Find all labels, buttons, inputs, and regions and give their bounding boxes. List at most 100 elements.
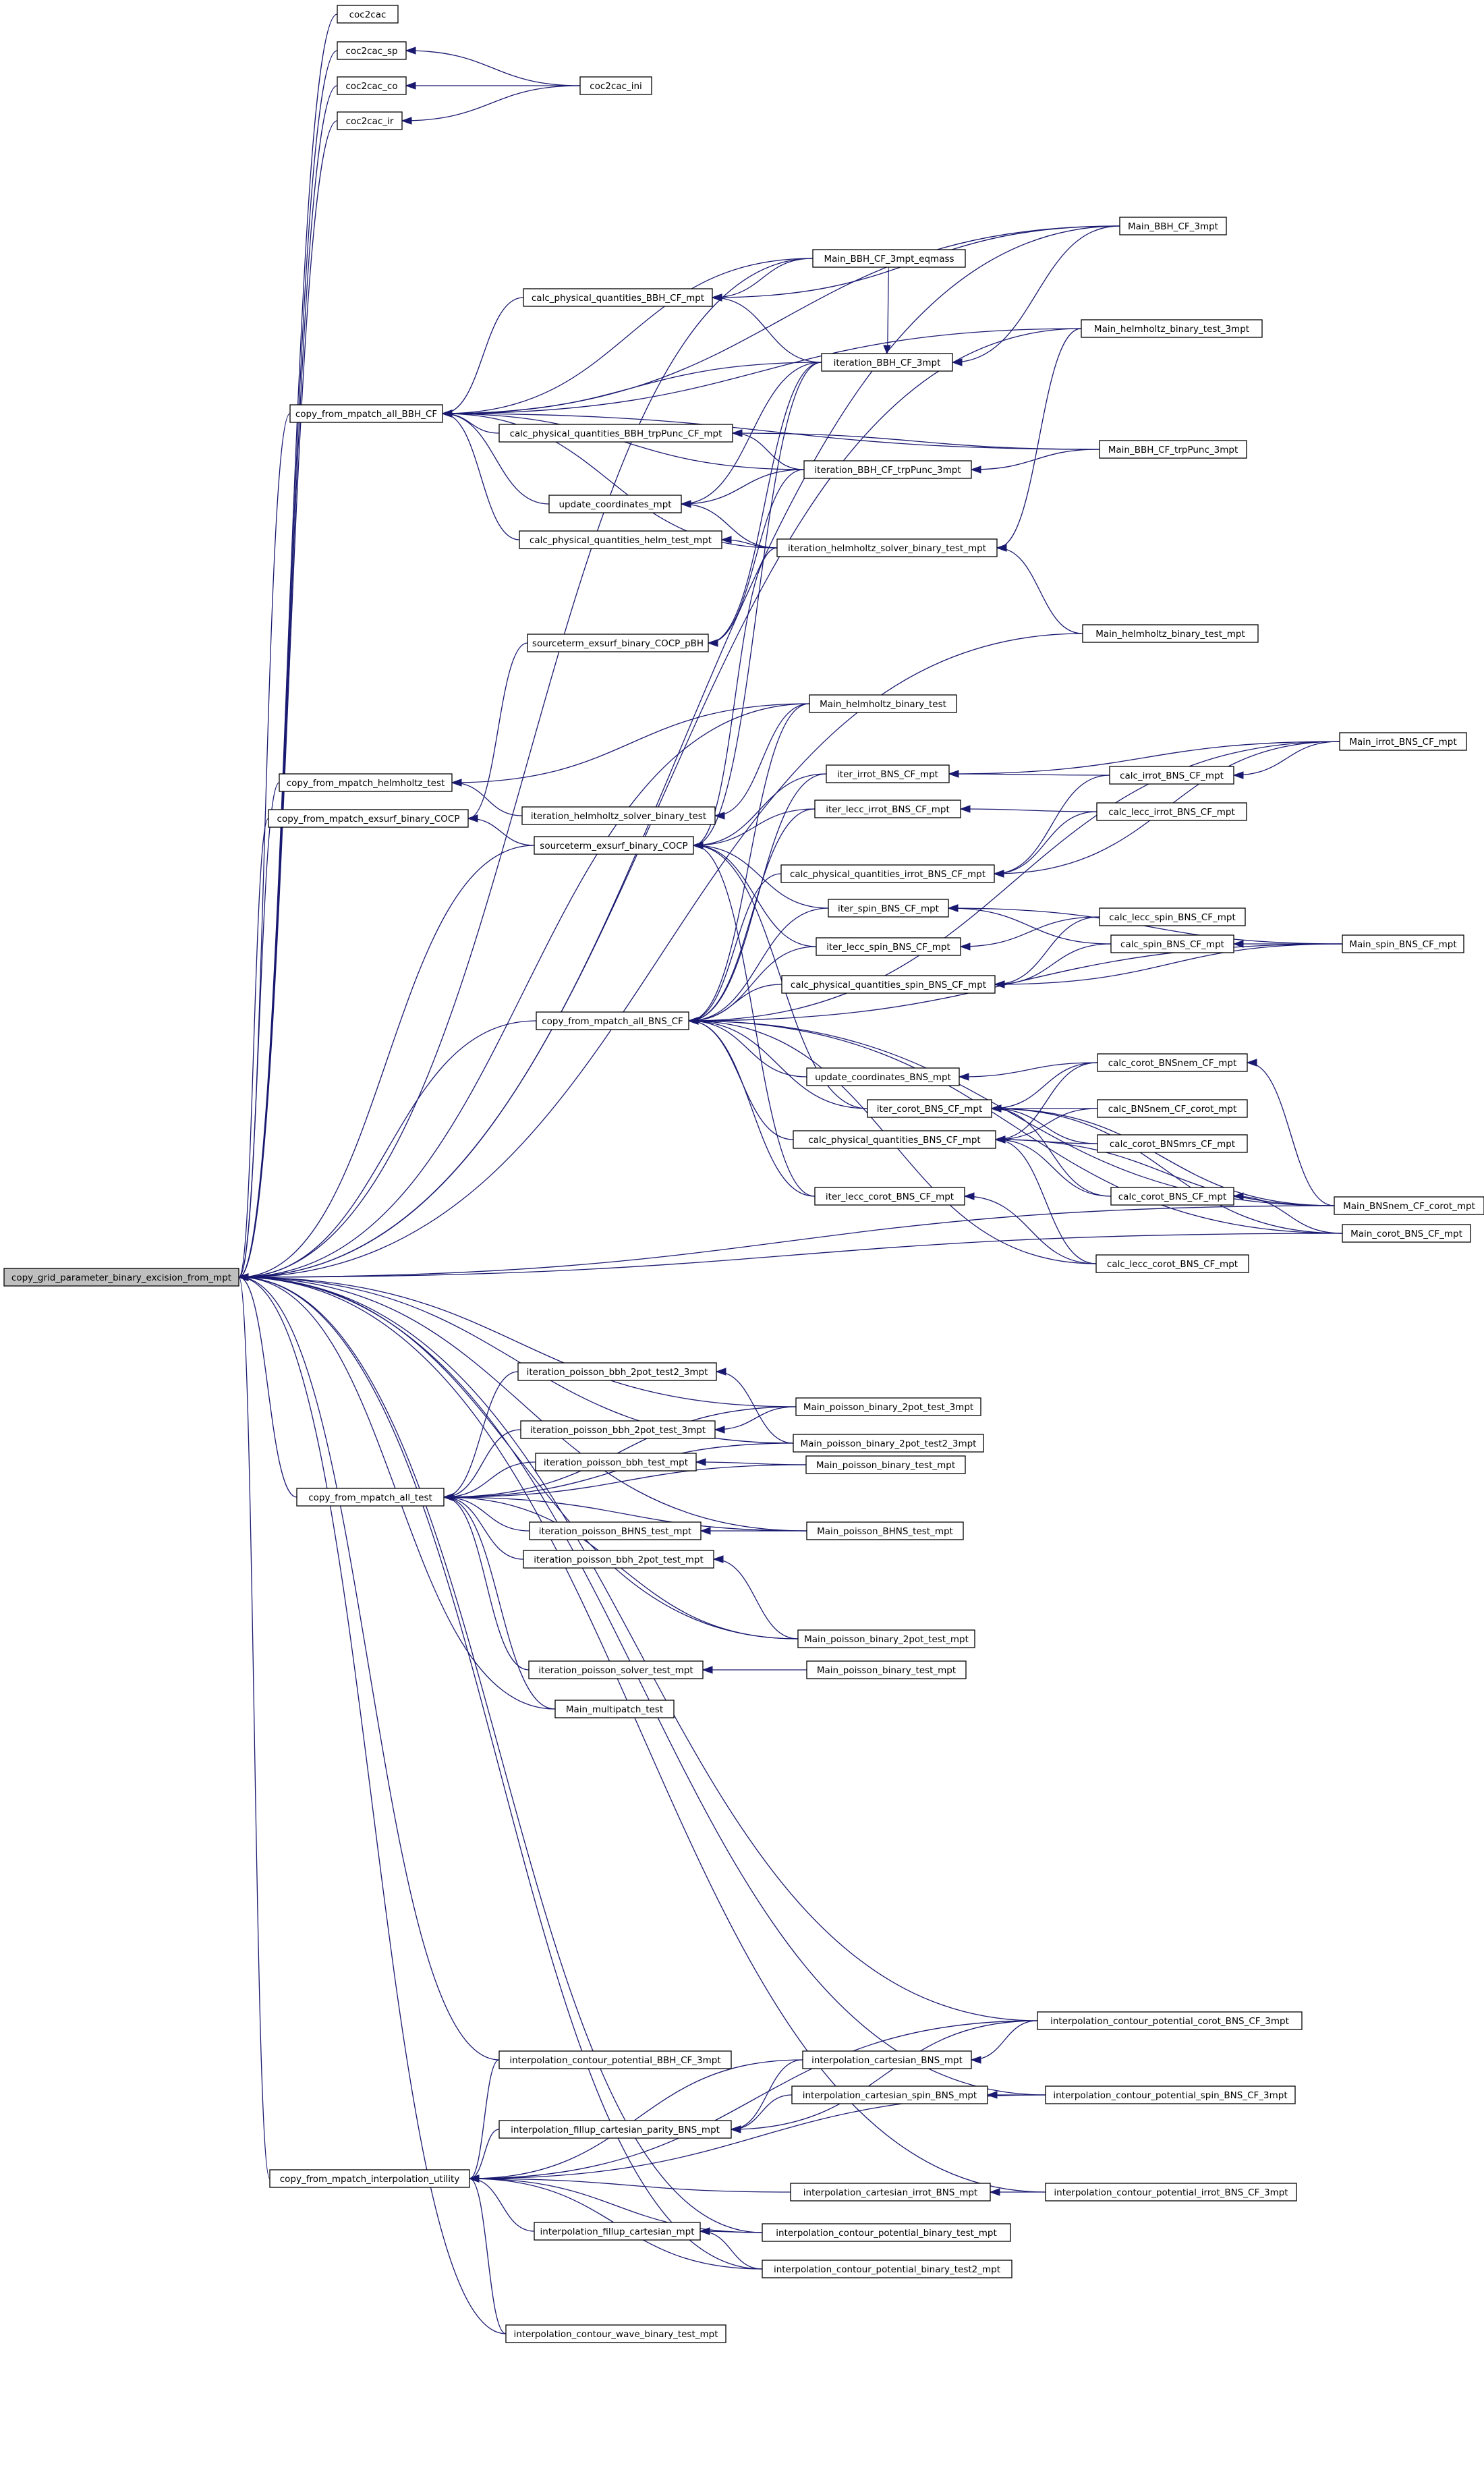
function-node[interactable]: interpolation_contour_potential_spin_BNS… [1045, 2085, 1296, 2104]
function-node[interactable]: Main_BBH_CF_3mpt [1119, 217, 1227, 235]
edge-arrowhead [711, 293, 722, 302]
root-function-node[interactable]: copy_grid_parameter_binary_excision_from… [3, 1268, 239, 1287]
node-box [535, 1453, 697, 1472]
function-node[interactable]: Main_helmholtz_binary_test [809, 694, 957, 713]
function-node[interactable]: Main_corot_BNS_CF_mpt [1342, 1224, 1471, 1243]
function-node[interactable]: Main_poisson_binary_2pot_test2_3mpt [793, 1434, 984, 1453]
function-node[interactable]: iteration_poisson_BHNS_test_mpt [529, 1521, 702, 1540]
node-label: Main_poisson_binary_test_mpt [817, 1665, 956, 1676]
function-node[interactable]: calc_physical_quantities_helm_test_mpt [519, 530, 722, 549]
edge-arrowhead [712, 1555, 724, 1563]
function-node[interactable]: sourceterm_exsurf_binary_COCP_pBH [527, 634, 709, 652]
function-node[interactable]: Main_irrot_BNS_CF_mpt [1339, 732, 1467, 751]
function-node[interactable]: calc_physical_quantities_irrot_BNS_CF_mp… [780, 864, 995, 883]
function-node[interactable]: coc2cac_co [337, 76, 407, 95]
function-node[interactable]: calc_spin_BNS_CF_mpt [1110, 934, 1234, 953]
call-edge [688, 1020, 807, 1077]
node-label: calc_corot_BNSmrs_CF_mpt [1110, 1139, 1235, 1150]
function-node[interactable]: Main_BBH_CF_3mpt_eqmass [812, 249, 966, 268]
function-node[interactable]: Main_poisson_binary_2pot_test_3mpt [795, 1397, 981, 1416]
function-node[interactable]: copy_from_mpatch_all_test [296, 1488, 445, 1507]
edge-arrowhead [401, 117, 412, 125]
function-node[interactable]: Main_BNSnem_CF_corot_mpt [1334, 1196, 1484, 1215]
function-node[interactable]: iteration_helmholtz_solver_binary_test_m… [776, 538, 998, 557]
function-node[interactable]: interpolation_fillup_cartesian_mpt [534, 2222, 701, 2241]
function-node[interactable]: update_coordinates_BNS_mpt [806, 1067, 960, 1086]
function-node[interactable]: calc_physical_quantities_spin_BNS_CF_mpt [781, 975, 996, 994]
node-box [791, 2085, 988, 2104]
function-node[interactable]: iteration_poisson_bbh_2pot_test_3mpt [520, 1420, 716, 1439]
node-label: interpolation_contour_potential_binary_t… [774, 2264, 1000, 2275]
function-node[interactable]: iteration_BBH_CF_3mpt [821, 353, 953, 372]
edge-arrowhead [1246, 1059, 1257, 1067]
function-node[interactable]: calc_BNSnem_CF_corot_mpt [1097, 1099, 1248, 1118]
function-node[interactable]: sourceterm_exsurf_binary_COCP [534, 836, 694, 855]
node-label: calc_lecc_irrot_BNS_CF_mpt [1108, 807, 1235, 818]
function-node[interactable]: iter_spin_BNS_CF_mpt [828, 899, 949, 918]
function-node[interactable]: Main_spin_BNS_CF_mpt [1342, 934, 1464, 953]
function-node[interactable]: calc_corot_BNSmrs_CF_mpt [1097, 1134, 1248, 1153]
function-node[interactable]: copy_from_mpatch_helmholtz_test [279, 773, 453, 792]
call-edge [688, 808, 816, 1021]
call-edge [693, 808, 816, 846]
function-node[interactable]: Main_BBH_CF_trpPunc_3mpt [1099, 440, 1247, 459]
call-edge [238, 225, 1120, 1278]
function-node[interactable]: coc2cac_ir [337, 111, 403, 130]
function-node[interactable]: calc_physical_quantities_BNS_CF_mpt [793, 1130, 996, 1149]
function-node[interactable]: iteration_poisson_bbh_2pot_test2_3mpt [517, 1362, 717, 1381]
function-node[interactable]: iteration_BBH_CF_trpPunc_3mpt [803, 460, 972, 479]
call-edge [469, 2178, 507, 2334]
function-node[interactable]: calc_lecc_corot_BNS_CF_mpt [1095, 1254, 1249, 1273]
function-node[interactable]: interpolation_contour_wave_binary_test_m… [505, 2324, 726, 2343]
function-node[interactable]: interpolation_fillup_cartesian_parity_BN… [498, 2120, 732, 2139]
function-node[interactable]: iter_lecc_irrot_BNS_CF_mpt [814, 800, 961, 818]
function-node[interactable]: interpolation_contour_potential_binary_t… [762, 2223, 1011, 2242]
function-node[interactable]: iteration_poisson_solver_test_mpt [528, 1660, 704, 1679]
function-node[interactable]: Main_poisson_binary_test_mpt [806, 1660, 967, 1679]
call-edge [996, 547, 1083, 634]
function-node[interactable]: calc_physical_quantities_BBH_CF_mpt [523, 288, 713, 307]
function-node[interactable]: copy_from_mpatch_all_BNS_CF [536, 1011, 689, 1030]
node-box [505, 2324, 726, 2343]
function-node[interactable]: Main_poisson_binary_2pot_test_mpt [797, 1629, 975, 1648]
edge-arrowhead [720, 536, 732, 544]
function-node[interactable]: Main_poisson_binary_test_mpt [805, 1455, 966, 1474]
function-node[interactable]: interpolation_cartesian_spin_BNS_mpt [791, 2085, 988, 2104]
function-node[interactable]: copy_from_mpatch_interpolation_utility [269, 2169, 470, 2188]
function-node[interactable]: Main_helmholtz_binary_test_3mpt [1081, 319, 1263, 338]
function-node[interactable]: update_coordinates_mpt [548, 495, 682, 513]
function-node[interactable]: iter_corot_BNS_CF_mpt [867, 1099, 992, 1118]
function-node[interactable]: interpolation_contour_potential_irrot_BN… [1045, 2183, 1297, 2202]
function-node[interactable]: calc_physical_quantities_BBH_trpPunc_CF_… [498, 424, 733, 443]
function-node[interactable]: copy_from_mpatch_exsurf_binary_COCP [268, 809, 469, 828]
call-edge [238, 85, 338, 1278]
function-node[interactable]: iteration_helmholtz_solver_binary_test [521, 806, 716, 825]
function-node[interactable]: coc2cac_ini [579, 76, 652, 95]
function-node[interactable]: iteration_poisson_bbh_test_mpt [535, 1453, 697, 1472]
function-node[interactable]: Main_multipatch_test [554, 1700, 675, 1718]
function-node[interactable]: Main_poisson_BHNS_test_mpt [806, 1521, 964, 1540]
function-node[interactable]: interpolation_contour_potential_binary_t… [762, 2260, 1012, 2278]
function-node[interactable]: interpolation_contour_potential_corot_BN… [1037, 2011, 1303, 2030]
function-node[interactable]: iter_lecc_corot_BNS_CF_mpt [814, 1187, 965, 1206]
function-node[interactable]: interpolation_contour_potential_BBH_CF_3… [498, 2050, 732, 2069]
node-label: interpolation_contour_potential_spin_BNS… [1053, 2090, 1287, 2101]
function-node[interactable]: copy_from_mpatch_all_BBH_CF [289, 404, 443, 423]
function-node[interactable]: iter_irrot_BNS_CF_mpt [826, 764, 950, 783]
node-box [1119, 217, 1227, 235]
node-label: coc2cac_sp [345, 46, 397, 57]
function-node[interactable]: calc_lecc_spin_BNS_CF_mpt [1099, 907, 1246, 926]
function-node[interactable]: calc_lecc_irrot_BNS_CF_mpt [1096, 802, 1247, 821]
function-node[interactable]: iteration_poisson_bbh_2pot_test_mpt [523, 1550, 714, 1569]
edge-arrowhead [959, 943, 971, 951]
function-node[interactable]: interpolation_cartesian_irrot_BNS_mpt [790, 2183, 991, 2202]
function-node[interactable]: calc_corot_BNS_CF_mpt [1110, 1187, 1234, 1206]
function-node[interactable]: calc_corot_BNSnem_CF_mpt [1097, 1053, 1248, 1072]
function-node[interactable]: coc2cac [337, 5, 399, 24]
function-node[interactable]: coc2cac_sp [337, 41, 407, 60]
function-node[interactable]: interpolation_cartesian_BNS_mpt [802, 2050, 972, 2069]
function-node[interactable]: calc_irrot_BNS_CF_mpt [1109, 766, 1234, 785]
function-node[interactable]: Main_helmholtz_binary_test_mpt [1082, 624, 1259, 643]
node-label: iteration_poisson_bbh_2pot_test2_3mpt [527, 1367, 708, 1378]
function-node[interactable]: iter_lecc_spin_BNS_CF_mpt [816, 937, 961, 956]
